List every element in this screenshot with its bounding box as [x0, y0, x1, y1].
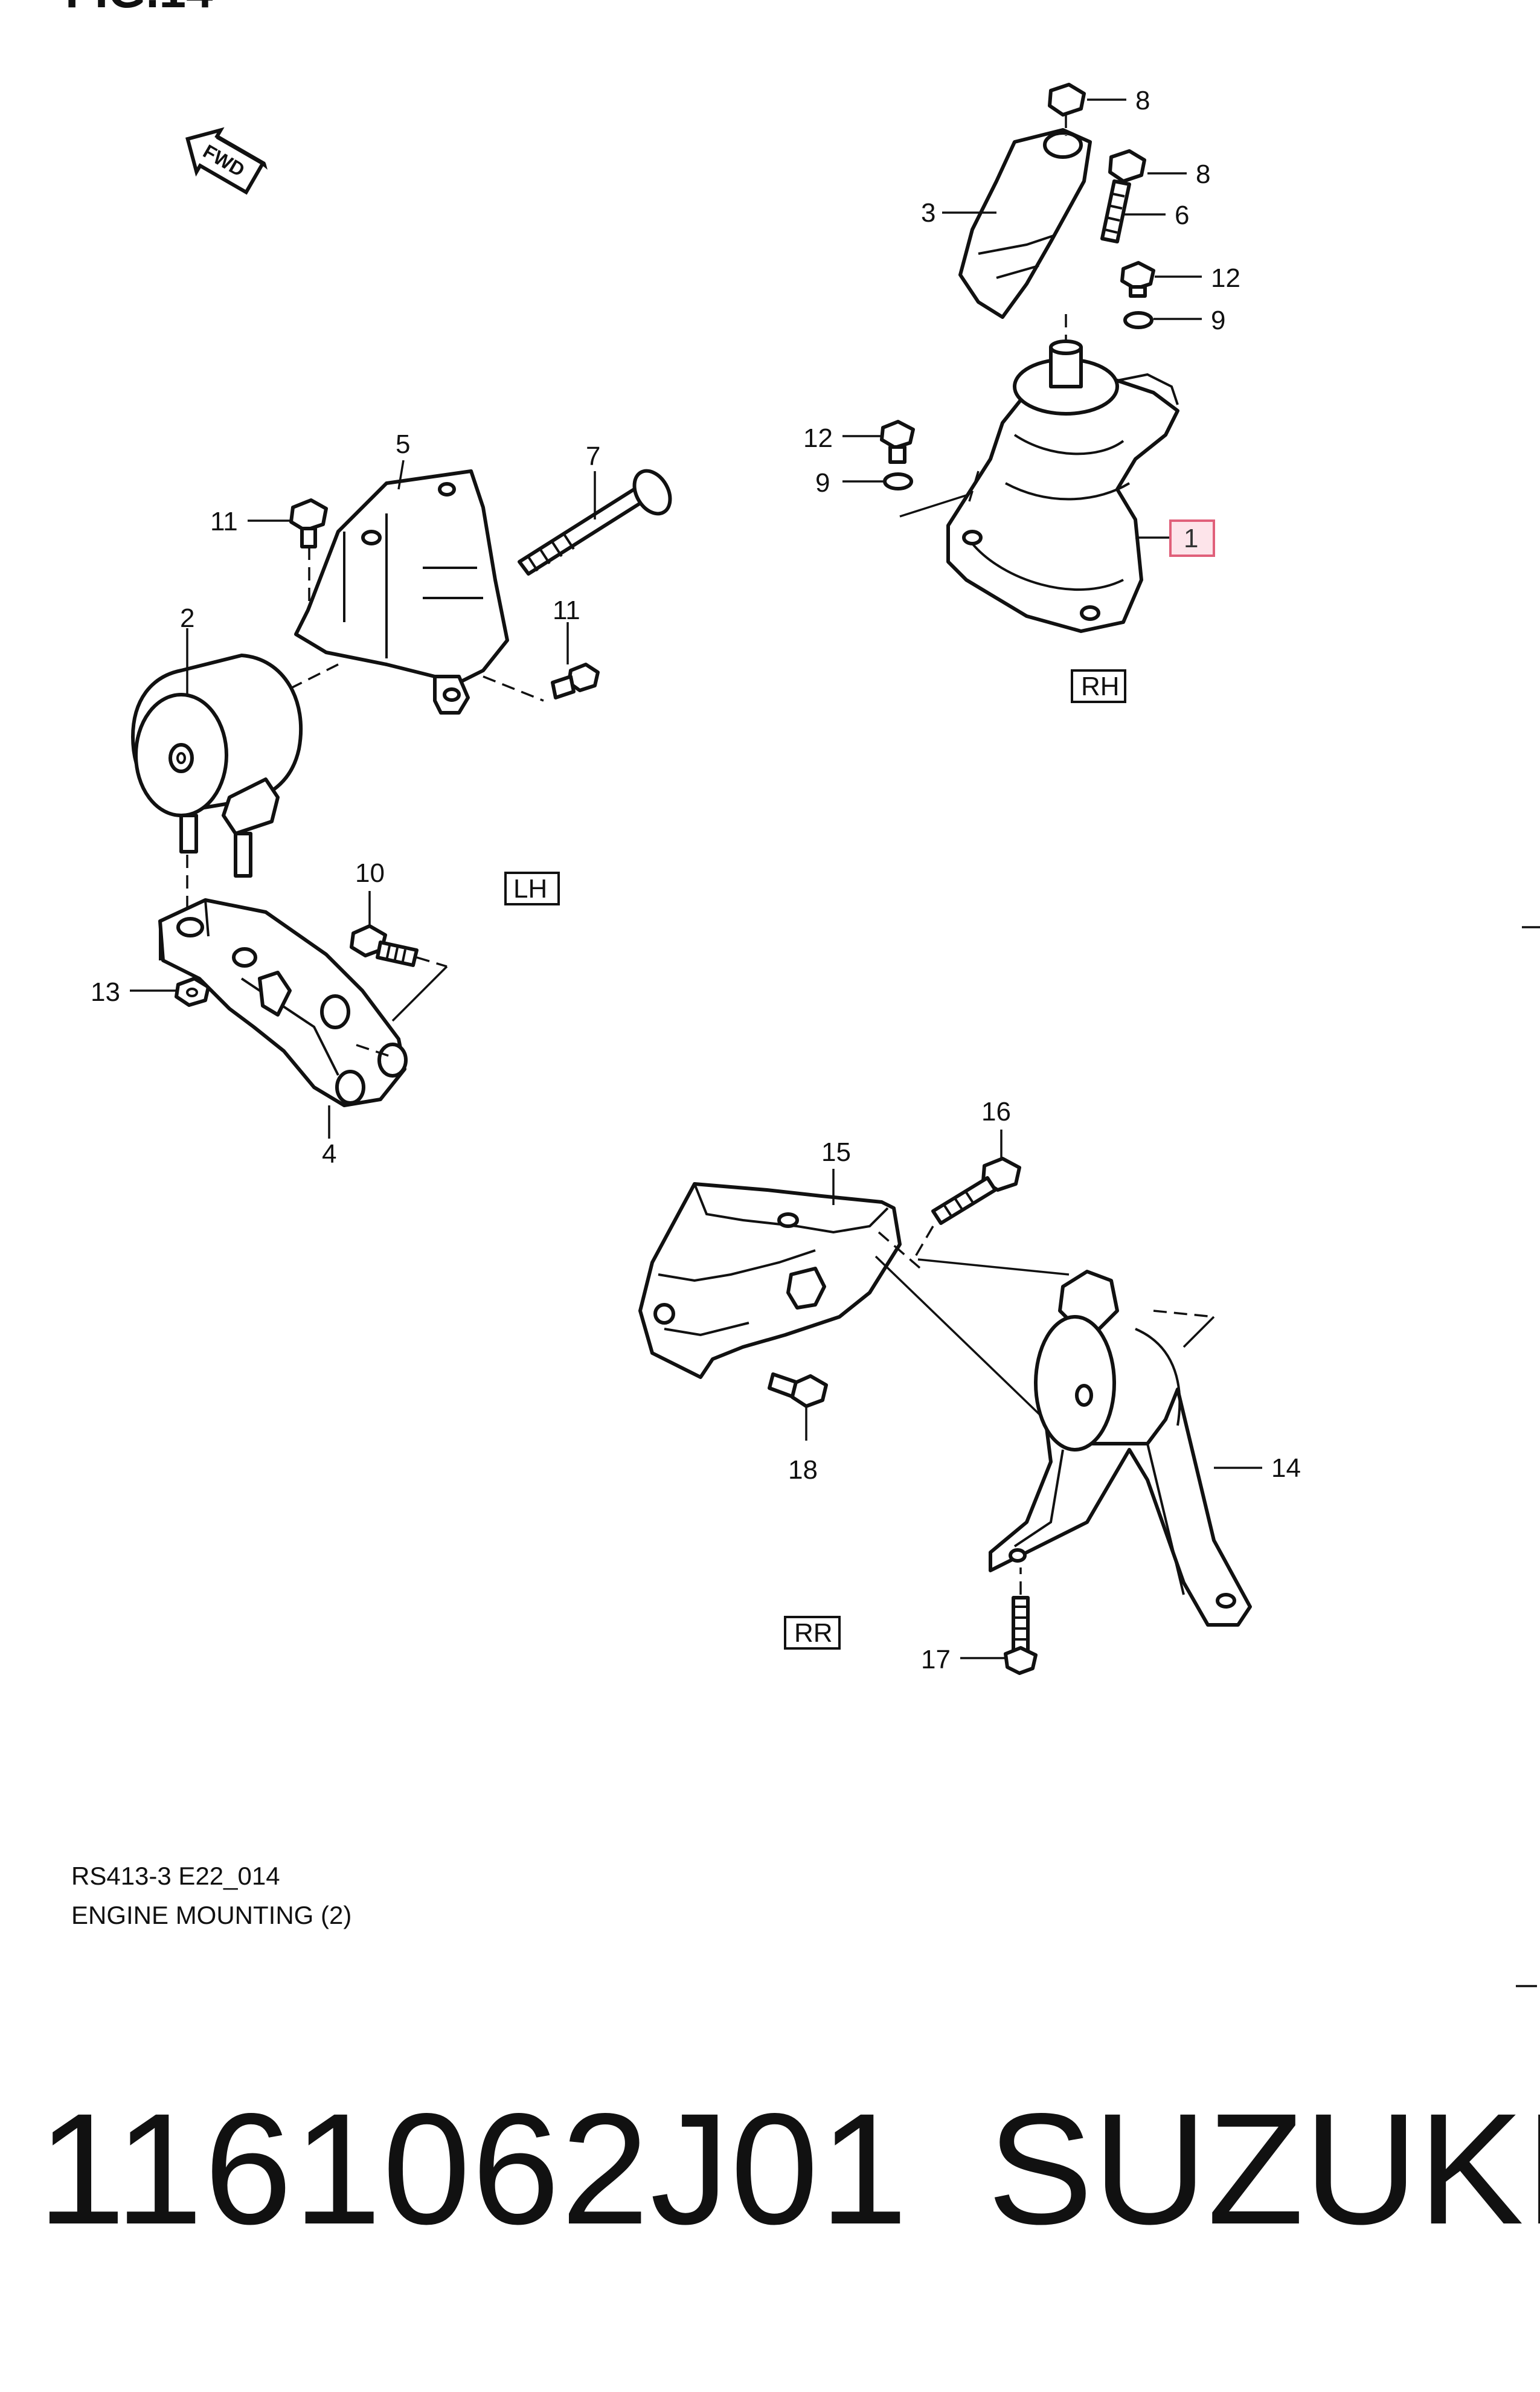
callout-1-highlight[interactable] — [1135, 519, 1215, 557]
callout-6: 6 — [1175, 201, 1189, 230]
view-text-rh: RH — [1081, 672, 1120, 701]
part-1-engine-mount[interactable] — [899, 339, 1179, 633]
bolt-11-right[interactable] — [483, 622, 600, 702]
view-label-rr — [784, 1616, 841, 1650]
callout-3: 3 — [921, 198, 935, 228]
callout-12-left: 12 — [803, 423, 833, 453]
figure-name: ENGINE MOUNTING (2) — [71, 1901, 351, 1929]
callout-10: 10 — [355, 858, 385, 888]
callout-18: 18 — [788, 1455, 818, 1485]
bolt-10[interactable] — [350, 891, 448, 1022]
exploded-parts-diagram: FIG.14 FWD — [65, 0, 1540, 1987]
callout-9-left: 9 — [815, 468, 830, 498]
leader-5 — [397, 460, 405, 490]
callout-1[interactable]: 1 — [1184, 524, 1198, 553]
callout-13: 13 — [91, 977, 120, 1007]
callout-8-top: 8 — [1135, 86, 1150, 115]
callout-9-right: 9 — [1211, 306, 1225, 335]
stud-6[interactable] — [1100, 179, 1166, 243]
fwd-arrow-icon: FWD — [185, 127, 268, 195]
part-15-bracket[interactable] — [638, 1169, 1046, 1421]
rh-group — [842, 83, 1215, 703]
part-3-bracket[interactable] — [958, 128, 1092, 319]
bolt-17[interactable] — [960, 1567, 1038, 1675]
figure-title: FIG.14 — [65, 0, 213, 18]
bolt-12-left[interactable] — [842, 420, 915, 464]
part-14-mount[interactable] — [989, 1270, 1262, 1627]
callout-14: 14 — [1271, 1453, 1301, 1483]
part-3-hole — [1043, 131, 1083, 159]
callout-15: 15 — [821, 1137, 851, 1167]
nut-13[interactable] — [130, 977, 210, 1007]
callout-12-right: 12 — [1211, 263, 1240, 293]
bolt-11-top[interactable] — [248, 498, 328, 604]
view-label-lh — [504, 872, 560, 905]
callout-11-top: 11 — [210, 507, 238, 536]
part-4-bracket[interactable] — [158, 898, 408, 1139]
nut-8-top[interactable] — [1048, 83, 1126, 136]
callout-7: 7 — [586, 442, 600, 471]
callout-5: 5 — [396, 429, 410, 459]
view-text-lh: LH — [513, 874, 547, 904]
callout-8-second: 8 — [1196, 159, 1210, 189]
diagram-sheet: FIG.14 FWD — [65, 0, 1540, 1987]
nut-8-second[interactable] — [1108, 149, 1187, 183]
washer-9-left[interactable] — [842, 472, 913, 490]
view-label-rh — [1071, 669, 1126, 703]
part-2-mount[interactable] — [131, 628, 339, 912]
part-number: 1161062J01 — [37, 2080, 909, 2257]
callout-2: 2 — [180, 603, 194, 633]
callout-4: 4 — [322, 1139, 336, 1169]
bolt-16[interactable] — [911, 1130, 1070, 1276]
bolt-18[interactable] — [768, 1372, 828, 1441]
brand-name: SUZUKI — [987, 2080, 1540, 2257]
rr-group — [638, 1130, 1262, 1675]
callout-17: 17 — [921, 1645, 951, 1674]
bolt-7[interactable] — [518, 465, 678, 576]
bolt-12-right[interactable] — [1120, 261, 1202, 298]
figure-code: RS413-3 E22_014 — [71, 1862, 280, 1890]
part-5-bracket[interactable] — [294, 469, 509, 684]
washer-9-right[interactable] — [1123, 311, 1202, 329]
view-text-rr: RR — [794, 1618, 833, 1648]
caption-band — [0, 1990, 1540, 2392]
callout-11-right: 11 — [553, 596, 580, 625]
lh-group — [130, 465, 678, 1139]
callout-16: 16 — [981, 1097, 1011, 1127]
